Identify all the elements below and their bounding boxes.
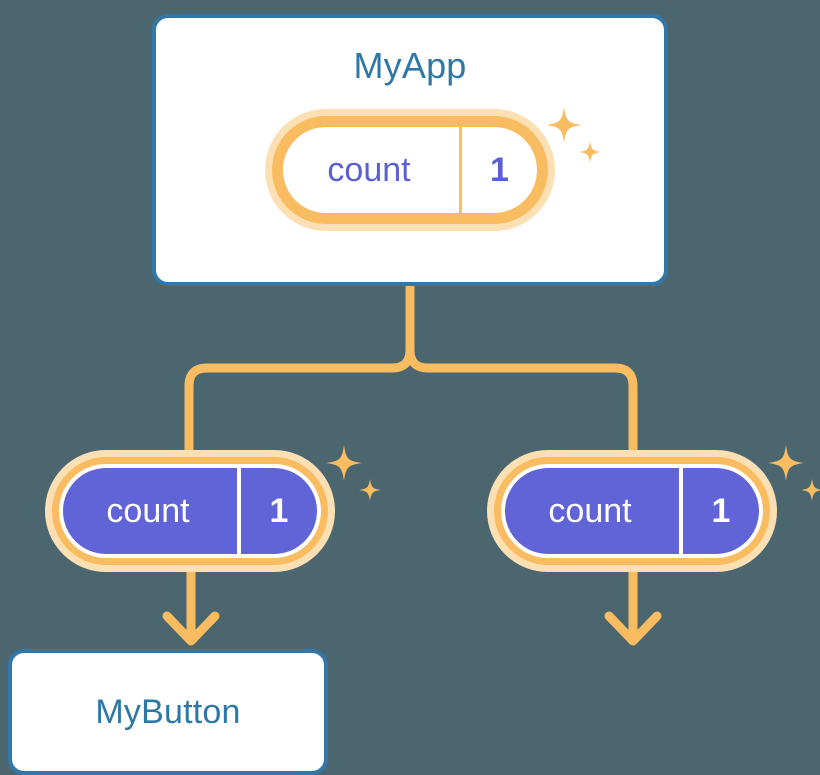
signal-name: count bbox=[548, 492, 632, 530]
signal-name: count bbox=[106, 492, 190, 530]
signal-inner: count 1 bbox=[505, 468, 759, 554]
signal-value: 1 bbox=[237, 468, 317, 554]
signal-body: count 1 bbox=[501, 464, 763, 558]
signal-pill-root[interactable]: count 1 bbox=[265, 109, 555, 231]
component-title: MyApp bbox=[353, 45, 467, 86]
down-arrow-icon-left bbox=[162, 565, 220, 646]
down-arrow-icon-right bbox=[604, 565, 662, 646]
component-title: MyButton bbox=[95, 693, 241, 731]
tree-branch-connector bbox=[184, 279, 638, 459]
signal-value: 1 bbox=[459, 127, 537, 213]
signal-body: count 1 bbox=[283, 127, 537, 213]
signal-value: 1 bbox=[679, 468, 759, 554]
signal-name: count bbox=[327, 151, 411, 189]
signal-pill-child-right[interactable]: count 1 bbox=[487, 450, 777, 572]
signal-pill-child-left[interactable]: count 1 bbox=[45, 450, 335, 572]
signal-inner: count 1 bbox=[63, 468, 317, 554]
signal-body: count 1 bbox=[59, 464, 321, 558]
component-card-mybutton-left[interactable]: MyButton bbox=[8, 649, 328, 775]
